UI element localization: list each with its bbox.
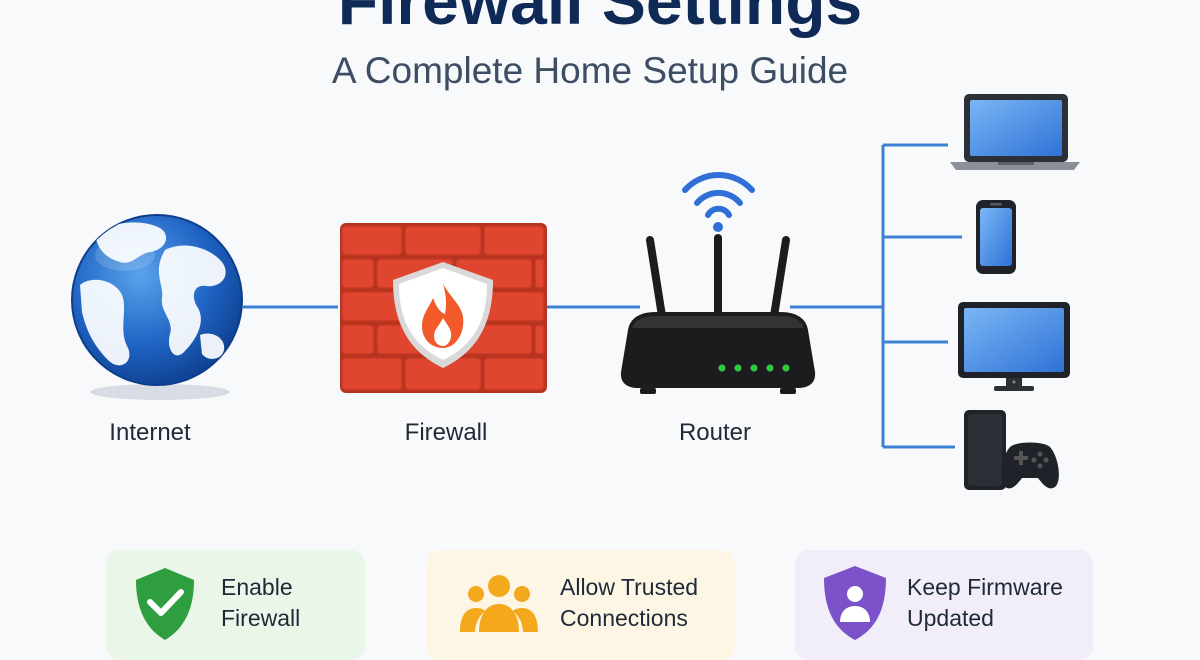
laptop-icon	[950, 94, 1080, 170]
tip-card-text: Keep Firmware Updated	[907, 572, 1063, 634]
tip-card-line: Updated	[907, 605, 994, 631]
network-diagram	[71, 94, 1080, 640]
flame-icon	[422, 284, 464, 348]
wifi-signal-icon	[682, 172, 755, 218]
node-label-router: Router	[678, 419, 752, 446]
tip-card-allow-trusted-connections: Allow Trusted Connections	[426, 550, 735, 660]
tip-card-enable-firewall: Enable Firewall	[106, 550, 365, 660]
page-title: Firewall Settings	[337, 0, 863, 38]
tip-card-line: Firewall	[221, 605, 301, 631]
smartphone-icon	[976, 200, 1016, 274]
tip-card-line: Enable	[221, 574, 293, 600]
node-label-internet: Internet	[109, 419, 191, 446]
connector-lines	[243, 143, 962, 449]
tip-card-line: Keep Firmware	[907, 574, 1063, 600]
wifi-router-icon	[620, 172, 816, 394]
tip-card-keep-firmware-updated: Keep Firmware Updated	[795, 550, 1093, 660]
brick-wall-shield-icon	[340, 223, 547, 393]
tip-card-text: Enable Firewall	[221, 572, 300, 634]
tip-card-text: Allow Trusted Connections	[560, 572, 698, 634]
game-console-icon	[964, 410, 1059, 490]
tip-card-line: Connections	[560, 605, 688, 631]
globe-icon	[71, 214, 243, 400]
router-status-leds	[718, 364, 790, 372]
node-label-firewall: Firewall	[404, 419, 488, 446]
page-subtitle: A Complete Home Setup Guide	[331, 50, 849, 91]
tip-card-line: Allow Trusted	[560, 574, 699, 600]
monitor-icon	[958, 302, 1070, 391]
